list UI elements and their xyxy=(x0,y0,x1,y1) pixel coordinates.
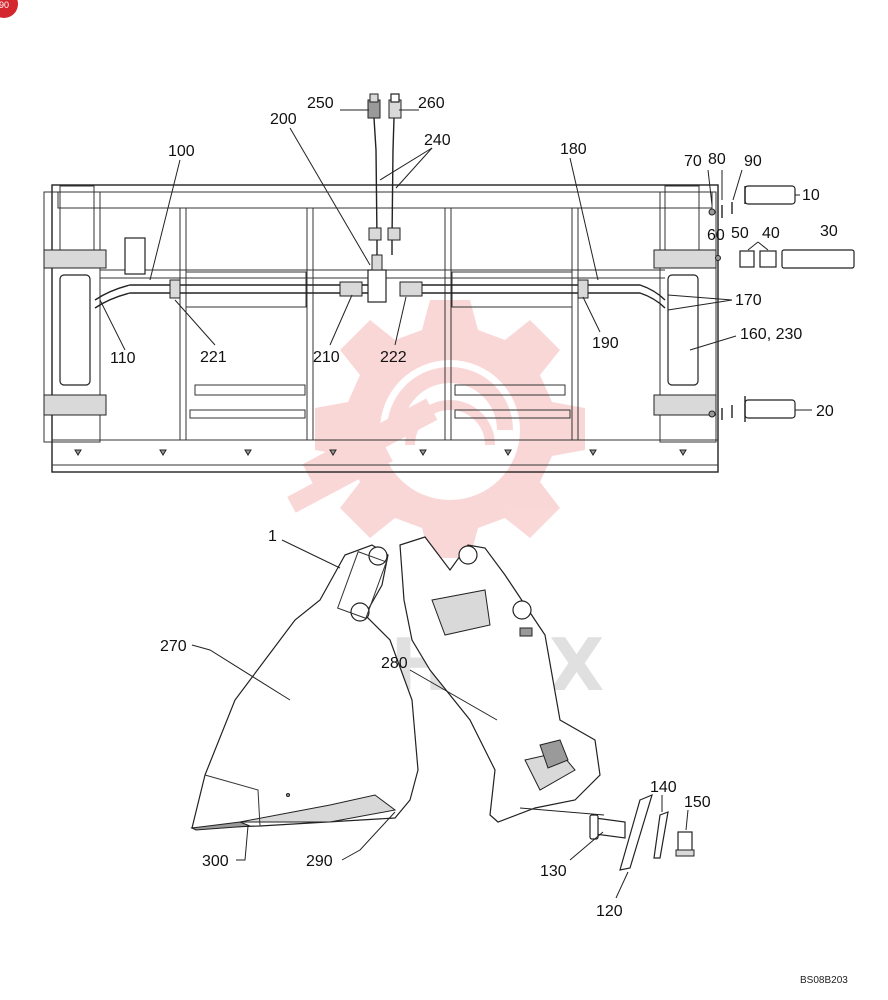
callout-10: 10 xyxy=(802,187,820,204)
callout-110: 110 xyxy=(110,350,136,367)
callout-50: 50 xyxy=(731,225,749,242)
quick-coupler-260 xyxy=(388,93,402,119)
bushing-50 xyxy=(739,250,755,268)
watermark-gear-icon xyxy=(287,300,585,558)
callout-60: 60 xyxy=(707,227,725,244)
callout-160-230: 160, 230 xyxy=(740,326,802,343)
callout-280: 280 xyxy=(381,655,408,672)
side-plate-280 xyxy=(399,536,601,823)
left-hydraulic-cylinder xyxy=(59,274,91,386)
callout-290: 290 xyxy=(306,853,333,870)
callout-120: 120 xyxy=(596,903,623,920)
callout-80: 80 xyxy=(708,151,726,168)
callout-20: 20 xyxy=(816,403,834,420)
pin-30 xyxy=(781,249,855,269)
callout-190: 190 xyxy=(592,335,619,352)
callout-300: 300 xyxy=(202,853,229,870)
callout-1: 1 xyxy=(268,528,277,545)
edge-290 xyxy=(239,794,397,823)
page-badge: 90 xyxy=(0,0,18,18)
drawing-code: BS08B203 xyxy=(800,975,848,986)
callout-221: 221 xyxy=(200,349,227,366)
callout-40: 40 xyxy=(762,225,780,242)
callout-130: 130 xyxy=(540,863,567,880)
bucket-frame-top-view xyxy=(43,93,855,473)
callout-180: 180 xyxy=(560,141,587,158)
edge-300 xyxy=(190,821,251,831)
badge-text: 90 xyxy=(0,0,9,10)
right-hydraulic-cylinder xyxy=(667,274,699,386)
callout-260: 260 xyxy=(418,95,445,112)
callout-150: 150 xyxy=(684,794,711,811)
callout-170: 170 xyxy=(735,292,762,309)
leader-lines xyxy=(99,109,812,899)
quick-coupler-250 xyxy=(367,93,381,119)
callout-270: 270 xyxy=(160,638,187,655)
pin-130 xyxy=(589,814,626,840)
side-plate-270 xyxy=(190,544,419,831)
callout-140: 140 xyxy=(650,779,677,796)
lock-150 xyxy=(675,831,695,857)
bushing-40 xyxy=(759,250,777,268)
cutting-edge-bolts xyxy=(74,449,687,456)
callout-100: 100 xyxy=(168,143,195,160)
callout-70: 70 xyxy=(684,153,702,170)
wedge-140 xyxy=(653,811,669,859)
callout-30: 30 xyxy=(820,223,838,240)
plate-120 xyxy=(619,793,653,871)
pin-10 xyxy=(744,185,796,205)
callout-90: 90 xyxy=(744,153,762,170)
callout-200: 200 xyxy=(270,111,297,128)
tee-fitting xyxy=(367,269,387,303)
callout-labels: 250 260 200 240 100 180 70 80 90 10 60 5… xyxy=(110,95,838,920)
callout-210: 210 xyxy=(313,349,340,366)
callout-240: 240 xyxy=(424,132,451,149)
pin-20 xyxy=(744,396,796,422)
callout-250: 250 xyxy=(307,95,334,112)
callout-222: 222 xyxy=(380,349,407,366)
